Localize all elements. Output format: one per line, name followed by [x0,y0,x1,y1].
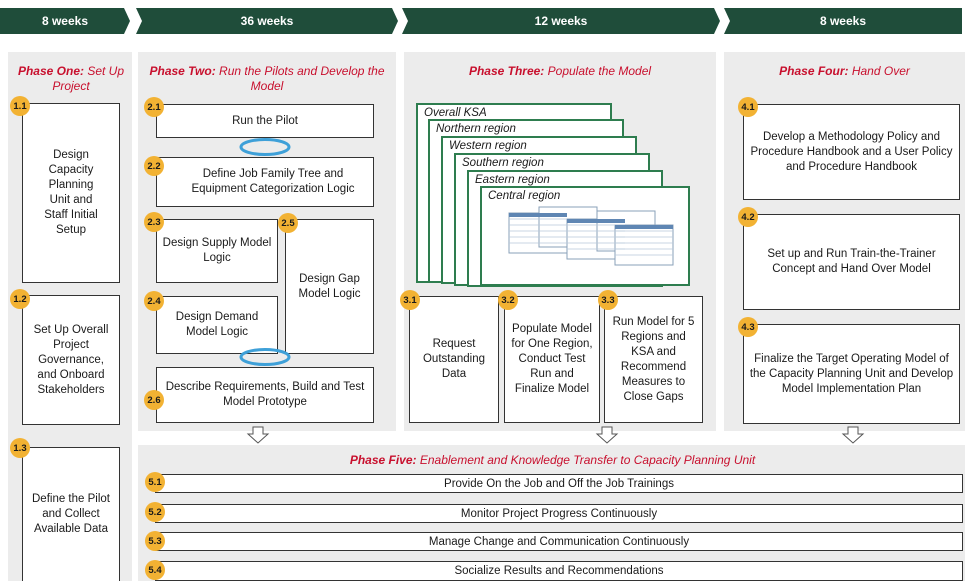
step-5-1-row: Provide On the Job and Off the Job Train… [155,474,963,493]
step-badge: 5.3 [145,531,165,551]
step-2-2-box: Define Job Family Tree and Equipment Cat… [156,157,374,207]
step-3-2-box: Populate Model for One Region, Conduct T… [504,296,600,423]
phase5-title: Phase Five: Enablement and Knowledge Tra… [349,453,756,467]
step-badge: 3.3 [598,290,618,310]
step-2-4-box: Design Demand Model Logic [156,296,278,354]
duration-chevron-phase4: 8 weeks [724,8,962,34]
step-4-3-box: Finalize the Target Operating Model of t… [743,324,960,424]
duration-chevron-phase1: 8 weeks [0,8,130,34]
duration-chevron-phase3: 12 weeks [402,8,720,34]
step-badge: 3.1 [400,290,420,310]
spreadsheet-thumbnails-icon [508,206,674,266]
step-badge: 1.3 [10,438,30,458]
step-1-1-box: Design Capacity Planning Unit and Staff … [22,103,120,283]
step-badge: 2.5 [278,213,298,233]
step-badge: 5.2 [145,502,165,522]
step-3-3-box: Run Model for 5 Regions and KSA and Reco… [604,296,703,423]
step-badge: 2.6 [144,390,164,410]
step-1-2-box: Set Up Overall Project Governance, and O… [22,295,120,425]
phase3-title: Phase Three: Populate the Model [468,64,652,78]
step-1-3-box: Define the Pilot and Collect Available D… [22,447,120,581]
down-arrow-icon [246,426,270,444]
step-2-6-box: Describe Requirements, Build and Test Mo… [156,367,374,423]
step-2-3-box: Design Supply Model Logic [156,219,278,283]
step-5-4-row: Socialize Results and Recommendations [155,561,963,581]
phase1-title: Phase One: Set Up Project [17,64,125,93]
step-badge: 4.1 [738,97,758,117]
down-arrow-icon [841,426,865,444]
cycle-arrows-icon [239,348,291,366]
step-5-2-row: Monitor Project Progress Continuously [155,504,963,523]
step-badge: 2.1 [144,97,164,117]
step-badge: 3.2 [498,290,518,310]
step-badge: 2.4 [144,291,164,311]
step-2-1-box: Run the Pilot [156,104,374,138]
step-badge: 2.2 [144,156,164,176]
step-badge: 4.3 [738,317,758,337]
cycle-arrows-icon [239,138,291,156]
phase4-title: Phase Four: Hand Over [779,64,910,78]
step-5-3-row: Manage Change and Communication Continuo… [155,532,963,551]
step-badge: 1.1 [10,96,30,116]
duration-chevron-phase2: 36 weeks [136,8,398,34]
step-4-1-box: Develop a Methodology Policy and Procedu… [743,104,960,200]
step-3-1-box: Request Outstanding Data [409,296,499,423]
step-2-5-box: Design Gap Model Logic [285,219,374,354]
step-badge: 5.1 [145,472,165,492]
step-badge: 5.4 [145,560,165,580]
step-badge: 2.3 [144,212,164,232]
step-4-2-box: Set up and Run Train-the-Trainer Concept… [743,214,960,310]
step-badge: 4.2 [738,207,758,227]
phase2-title: Phase Two: Run the Pilots and Develop th… [149,64,385,93]
step-badge: 1.2 [10,289,30,309]
down-arrow-icon [595,426,619,444]
